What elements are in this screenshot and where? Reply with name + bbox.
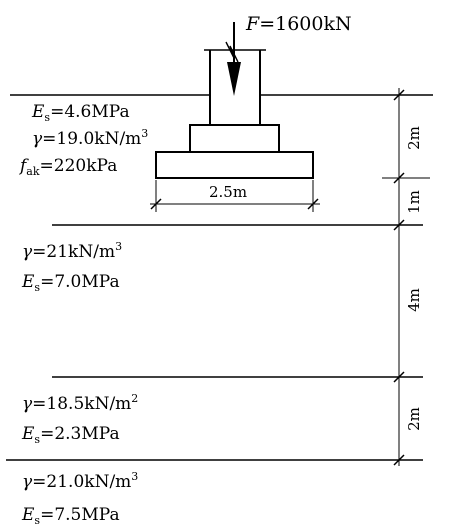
layer3-gamma-label: γ=18.5kN/m2: [22, 392, 138, 414]
layer4-es-label: Es=7.5MPa: [21, 505, 120, 527]
layer2-es-label: Es=7.0MPa: [21, 272, 120, 294]
depth-dimension-chain: [382, 88, 430, 466]
footing-lower-step: [155, 151, 314, 179]
layer1-es-label: Es=4.6MPa: [31, 102, 130, 124]
depth-label-2m-top: 2m: [405, 126, 423, 150]
depth-label-2m-bottom: 2m: [405, 407, 423, 431]
layer1-fak-label: fak=220kPa: [18, 156, 117, 178]
layer4-gamma-label: γ=21.0kN/m3: [22, 470, 138, 492]
depth-label-4m: 4m: [405, 288, 423, 312]
layer2-gamma-label: γ=21kN/m3: [22, 240, 122, 262]
layer1-gamma-label: γ=19.0kN/m3: [32, 127, 148, 149]
layer3-es-label: Es=2.3MPa: [21, 424, 120, 446]
footing-width-label: 2.5m: [209, 183, 247, 201]
load-arrow: [227, 22, 241, 96]
footing-upper-step: [189, 124, 280, 153]
load-label: F=1600kN: [245, 13, 352, 35]
depth-label-1m: 1m: [405, 190, 423, 214]
footing-width-dimension: [150, 180, 320, 212]
